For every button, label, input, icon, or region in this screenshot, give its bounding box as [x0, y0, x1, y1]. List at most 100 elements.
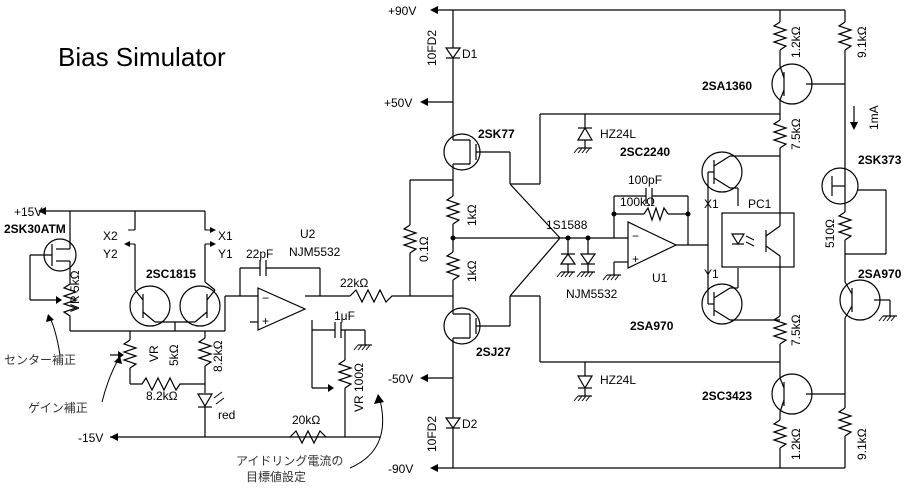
- svg-text:HZ24L: HZ24L: [600, 373, 636, 387]
- svg-text:+50V: +50V: [384, 96, 412, 110]
- mosfet-2sk77: 2SK77: [443, 102, 515, 184]
- mosfet-2sj27: 2SJ27: [443, 296, 511, 378]
- current-arrow-1ma: 1mA: [850, 105, 881, 130]
- svg-text:1mA: 1mA: [867, 105, 881, 130]
- transistor-2sa970-right: 2SA970: [839, 254, 902, 408]
- diodes-1s1588: 1S1588: [546, 218, 597, 278]
- svg-text:−: −: [262, 291, 269, 305]
- svg-text:8.2kΩ: 8.2kΩ: [211, 340, 225, 372]
- svg-text:+: +: [262, 314, 269, 328]
- svg-text:7.5kΩ: 7.5kΩ: [789, 118, 803, 150]
- annotation-idle-current: アイドリング電流の 目標値設定: [236, 394, 384, 484]
- rail-plus15: +15V: [14, 205, 205, 219]
- resistor-1-2k-bottom: 1.2kΩ: [772, 412, 803, 468]
- pot-vr5k-center: VR 5kΩ: [30, 270, 225, 332]
- svg-text:100kΩ: 100kΩ: [620, 195, 655, 209]
- opamp-u1: − + 100pF 100kΩ U1 NJM5532: [566, 173, 708, 301]
- svg-text:D2: D2: [462, 417, 478, 431]
- zener-hz24l-bottom: HZ24L: [573, 362, 636, 402]
- rail-plus90: +90V: [388, 4, 845, 18]
- svg-text:2SA1360: 2SA1360: [702, 79, 752, 93]
- svg-text:アイドリング電流の: アイドリング電流の: [236, 454, 343, 468]
- resistor-9-1k-bottom: 9.1kΩ: [837, 407, 869, 468]
- svg-text:-90V: -90V: [388, 462, 413, 476]
- svg-text:2SK373: 2SK373: [858, 153, 902, 167]
- svg-text:1kΩ: 1kΩ: [465, 260, 479, 282]
- svg-text:PC1: PC1: [748, 197, 772, 211]
- svg-text:目標値設定: 目標値設定: [246, 469, 306, 484]
- resistor-22k: 22kΩ: [340, 276, 410, 304]
- svg-text:+15V: +15V: [14, 205, 42, 219]
- optocoupler-pc1: PC1 X1 Y1: [704, 197, 795, 281]
- diode-d2: D2 10FD2: [425, 378, 478, 468]
- transistor-pair-2sc1815: 2SC1815: [129, 267, 221, 331]
- svg-text:-15V: -15V: [78, 431, 103, 445]
- svg-text:+: +: [632, 252, 639, 266]
- svg-text:VR 100Ω: VR 100Ω: [352, 363, 366, 412]
- zener-hz24l-top: HZ24L: [573, 114, 636, 154]
- svg-text:0.1Ω: 0.1Ω: [417, 236, 431, 262]
- svg-text:22pF: 22pF: [246, 247, 273, 261]
- svg-text:2SC3423: 2SC3423: [702, 389, 752, 403]
- resistor-1-2k-top: 1.2kΩ: [772, 10, 803, 66]
- svg-text:Y2: Y2: [103, 247, 118, 261]
- svg-text:VR 5kΩ: VR 5kΩ: [68, 270, 82, 312]
- svg-text:2SC2240: 2SC2240: [620, 145, 670, 159]
- svg-text:U1: U1: [652, 271, 668, 285]
- led-red: red: [196, 391, 235, 437]
- annotation-gain-adj: ゲイン補正: [28, 356, 122, 415]
- svg-text:HZ24L: HZ24L: [600, 127, 636, 141]
- cap-1uf-vr100: 1μF VR 100Ω: [311, 309, 373, 437]
- svg-text:22kΩ: 22kΩ: [340, 276, 368, 290]
- svg-text:8.2kΩ: 8.2kΩ: [146, 389, 178, 403]
- svg-text:1.2kΩ: 1.2kΩ: [789, 428, 803, 460]
- test-points-left: X2 Y2 X1 Y1: [103, 211, 233, 282]
- svg-text:−: −: [632, 229, 639, 243]
- svg-text:510Ω: 510Ω: [823, 219, 837, 248]
- svg-text:2SJ27: 2SJ27: [476, 345, 511, 359]
- pot-vr5k-gain: VR 5kΩ: [110, 331, 181, 384]
- svg-text:X1: X1: [218, 229, 233, 243]
- svg-text:7.5kΩ: 7.5kΩ: [789, 314, 803, 346]
- resistor-20k: 20kΩ: [289, 413, 327, 445]
- svg-text:red: red: [218, 408, 235, 422]
- svg-text:9.1kΩ: 9.1kΩ: [855, 428, 869, 460]
- svg-text:NJM5532: NJM5532: [289, 245, 341, 259]
- jfet-2sk30atm: 2SK30ATM: [4, 211, 77, 300]
- svg-text:1kΩ: 1kΩ: [465, 204, 479, 226]
- resistors-7-5k: 7.5kΩ 7.5kΩ: [772, 100, 803, 378]
- svg-text:20kΩ: 20kΩ: [292, 413, 320, 427]
- resistor-9-1k-top: 9.1kΩ: [837, 10, 869, 172]
- svg-text:2SK77: 2SK77: [478, 127, 515, 141]
- svg-text:1μF: 1μF: [334, 309, 355, 323]
- svg-text:センター補正: センター補正: [4, 353, 76, 367]
- svg-text:D1: D1: [462, 47, 478, 61]
- opamp-u2: − + U2 NJM5532 22pF: [224, 227, 350, 331]
- transistor-2sc2240: 2SC2240: [620, 145, 780, 245]
- svg-text:Y1: Y1: [218, 247, 233, 261]
- rail-minus15: -15V: [78, 431, 380, 445]
- rail-plus50: +50V: [384, 96, 453, 110]
- svg-text:100pF: 100pF: [628, 173, 662, 187]
- page-title: Bias Simulator: [58, 42, 226, 72]
- svg-text:U2: U2: [300, 227, 316, 241]
- svg-text:1.2kΩ: 1.2kΩ: [789, 26, 803, 58]
- svg-text:Y1: Y1: [704, 267, 719, 281]
- diode-d1: D1 10FD2: [425, 10, 478, 102]
- svg-text:NJM5532: NJM5532: [566, 287, 618, 301]
- transistor-2sa1360: 2SA1360: [702, 63, 845, 105]
- svg-text:2SC1815: 2SC1815: [146, 267, 196, 281]
- svg-text:10FD2: 10FD2: [425, 30, 439, 66]
- svg-text:2SK30ATM: 2SK30ATM: [4, 222, 66, 236]
- svg-text:X2: X2: [103, 229, 118, 243]
- svg-text:2SA970: 2SA970: [630, 319, 674, 333]
- crossing-wires: [509, 113, 780, 363]
- svg-text:2SA970: 2SA970: [858, 267, 902, 281]
- transistor-2sa970-bias: 2SA970: [630, 245, 780, 333]
- transistor-2sc3423: 2SC3423: [702, 373, 845, 415]
- svg-text:X1: X1: [704, 197, 719, 211]
- svg-text:VR: VR: [147, 345, 161, 362]
- rail-minus50: -50V: [388, 372, 453, 386]
- svg-text:10FD2: 10FD2: [425, 416, 439, 452]
